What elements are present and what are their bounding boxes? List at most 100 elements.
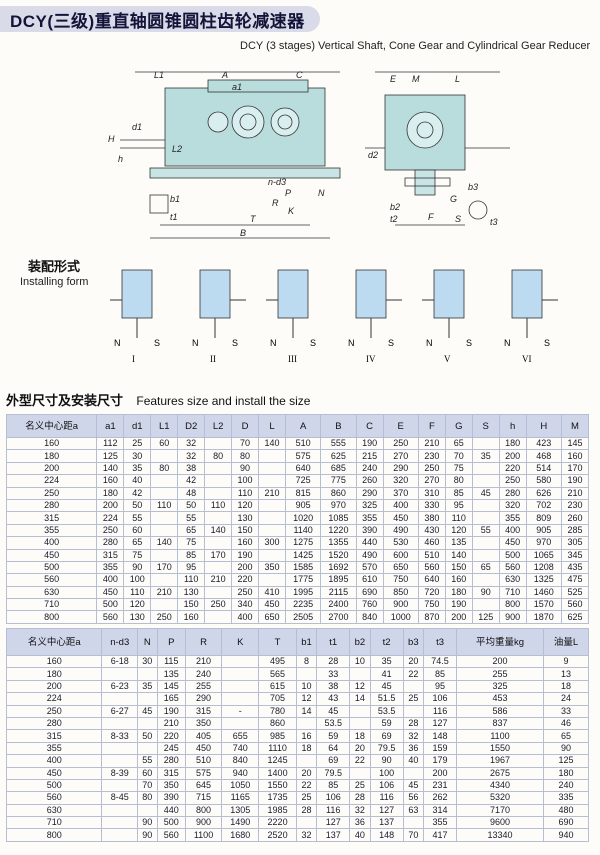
table-cell: 1050 (221, 778, 260, 793)
table-cell: 1425 (284, 548, 322, 562)
shaft-label: N (114, 338, 121, 348)
table-cell: 500 (96, 598, 125, 612)
table-cell: 240 (543, 778, 589, 793)
shaft-label: N (270, 338, 277, 348)
table-cell: 355 (5, 523, 98, 538)
table-cell: 135 (444, 536, 473, 550)
table-cell: 2400 (320, 598, 357, 612)
table-cell: 350 (184, 716, 223, 731)
table-cell: 63 (402, 803, 425, 818)
label-h: h (118, 154, 123, 164)
table-cell: 140 (204, 523, 233, 538)
table-cell: 70 (444, 449, 473, 463)
table-cell: 90 (231, 461, 260, 476)
table-cell: 125 (543, 754, 589, 768)
table-cell: 40 (123, 474, 152, 488)
table-cell: 1305 (221, 803, 260, 818)
table-cell (295, 667, 318, 681)
table-cell: 65 (444, 436, 473, 451)
table-cell (258, 449, 286, 463)
table-cell: 8-33 (101, 729, 138, 743)
table-cell: 565 (258, 667, 297, 681)
table-cell: 615 (258, 679, 297, 694)
table-cell: 270 (382, 449, 419, 463)
shaft-label: N (192, 338, 199, 348)
column-header: L1 (150, 414, 179, 438)
column-header: n-d3 (101, 628, 138, 656)
label-C: C (296, 70, 303, 80)
table-cell: 190 (560, 474, 590, 488)
table-cell: 25 (123, 436, 152, 451)
table-cell: 210 (156, 716, 186, 731)
table-cell: 38 (177, 461, 206, 476)
table-cell: 30 (136, 654, 158, 669)
table-cell: 440 (355, 536, 384, 550)
table-cell (471, 436, 500, 451)
table-cell: 112 (96, 436, 125, 451)
table-cell: 130 (177, 585, 206, 600)
table-cell (471, 536, 500, 550)
table-cell: 127 (316, 816, 351, 830)
table-cell: 60 (123, 523, 152, 538)
table-cell: 315 (156, 766, 186, 780)
table-cell: 685 (320, 461, 357, 476)
table-cell: 320 (498, 498, 527, 513)
table-cell: 940 (543, 828, 589, 842)
table-cell: 35 (123, 461, 152, 476)
table-cell: 400 (5, 754, 103, 768)
table-cell: 51.5 (369, 692, 404, 706)
table-cell: 575 (284, 449, 322, 463)
table-cell: 410 (258, 585, 286, 600)
table-cell: 85 (177, 548, 206, 562)
table-cell: 740 (221, 741, 260, 756)
shaft-label: S (232, 338, 238, 348)
table-cell: 110 (204, 498, 233, 513)
table-cell: 355 (498, 511, 527, 525)
table-cell: 4340 (455, 778, 545, 793)
table-cell: 330 (417, 498, 446, 513)
table-cell: 500 (498, 548, 527, 562)
table-cell: 720 (417, 585, 446, 600)
table-cell: 220 (498, 461, 527, 476)
table-cell: 6-18 (101, 654, 138, 669)
column-header: E (382, 414, 419, 438)
table-cell: 280 (5, 716, 103, 731)
table-cell: 45 (369, 679, 404, 694)
table-cell: 750 (417, 598, 446, 612)
column-header: L2 (204, 414, 233, 438)
table-cell: 510 (417, 548, 446, 562)
table-cell: 400 (231, 610, 260, 624)
table-cell: 400 (382, 498, 419, 513)
table-cell (471, 498, 500, 513)
table-cell: 160 (5, 654, 103, 669)
table-cell: 280 (156, 754, 186, 768)
table-cell: 120 (444, 523, 473, 538)
table-cell: 250 (204, 598, 233, 612)
table-cell: 290 (184, 692, 223, 706)
table-cell: 262 (423, 791, 457, 805)
table-cell: 180 (444, 585, 473, 600)
table-cell: 140 (150, 536, 179, 550)
table-cell: 514 (525, 461, 562, 476)
table-cell: 115 (156, 654, 186, 669)
table-cell: 850 (382, 585, 419, 600)
column-header: 名义中心距a (5, 414, 98, 438)
table-cell: 160 (177, 610, 206, 624)
label-t1: t1 (170, 212, 178, 222)
label-b2: b2 (390, 202, 400, 212)
table-cell: 35 (471, 449, 500, 463)
table-cell: 12 (295, 692, 318, 706)
table-cell: 180 (96, 486, 125, 500)
table-cell: 95 (444, 498, 473, 513)
table-cell: 760 (355, 598, 384, 612)
shaft-label: N (504, 338, 511, 348)
